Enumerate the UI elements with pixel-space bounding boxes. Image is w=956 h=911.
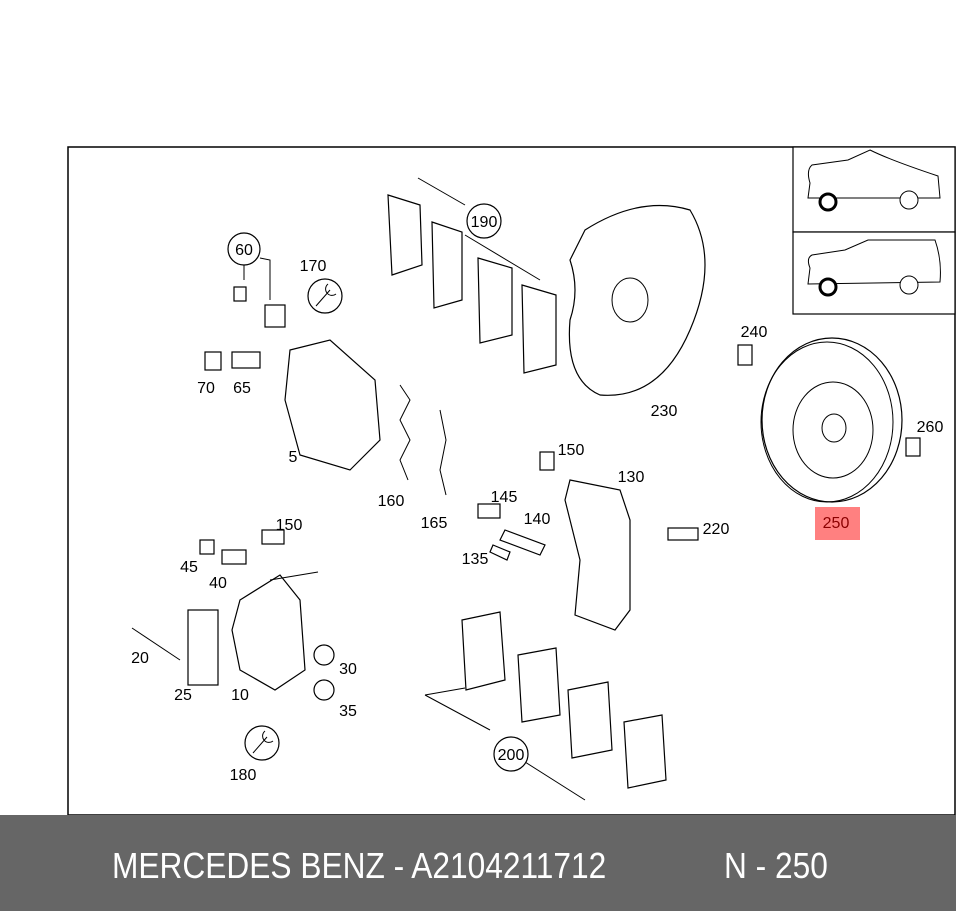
brake-caliper-lower-part bbox=[231, 574, 306, 691]
brand-part-number: MERCEDES BENZ - A2104211712 bbox=[112, 845, 607, 886]
small-parts bbox=[131, 286, 921, 701]
callout-145: 145 bbox=[491, 489, 518, 506]
brake-pads-lower-part bbox=[424, 611, 667, 801]
footer-banner: MERCEDES BENZ - A2104211712 N - 250 bbox=[0, 815, 956, 911]
callout-25: 25 bbox=[174, 687, 192, 704]
brake-caliper-upper-part bbox=[284, 339, 381, 471]
wrench-icon bbox=[244, 725, 280, 761]
brake-disc-part bbox=[760, 337, 903, 503]
callout-190: 190 bbox=[471, 214, 498, 231]
callout-165: 165 bbox=[421, 515, 448, 532]
callout-60: 60 bbox=[235, 242, 253, 259]
callout-220: 220 bbox=[703, 521, 730, 538]
callout-240: 240 bbox=[741, 324, 768, 341]
splash-shield-part bbox=[568, 204, 706, 396]
callout-150-lower: 150 bbox=[276, 517, 303, 534]
callout-150-upper: 150 bbox=[558, 442, 585, 459]
callout-260: 260 bbox=[917, 419, 944, 436]
highlight-box bbox=[815, 507, 860, 540]
callout-20: 20 bbox=[131, 650, 149, 667]
callout-160: 160 bbox=[378, 493, 405, 510]
callout-180: 180 bbox=[230, 767, 257, 784]
callout-35: 35 bbox=[339, 703, 357, 720]
callout-40: 40 bbox=[209, 575, 227, 592]
callout-45: 45 bbox=[180, 559, 198, 576]
wrench-icon bbox=[307, 278, 343, 314]
caliper-carrier-part bbox=[564, 479, 631, 631]
parts-diagram: 60 170 70 65 5 160 165 190 230 240 260 2… bbox=[67, 146, 956, 815]
callout-5: 5 bbox=[289, 449, 298, 466]
position-number: N - 250 bbox=[724, 845, 828, 886]
callout-65: 65 bbox=[233, 380, 251, 397]
callout-140: 140 bbox=[524, 511, 551, 528]
brake-pads-upper-part bbox=[387, 177, 557, 374]
callout-130: 130 bbox=[618, 469, 645, 486]
spring-160-part bbox=[399, 384, 411, 481]
callout-230: 230 bbox=[651, 403, 678, 420]
callout-30: 30 bbox=[339, 661, 357, 678]
callout-250: 250 bbox=[823, 515, 850, 532]
estate-front-wheel-icon bbox=[792, 231, 956, 315]
sedan-front-wheel-icon bbox=[792, 146, 956, 233]
callout-200: 200 bbox=[498, 747, 525, 764]
spring-165-part bbox=[439, 409, 447, 496]
callout-10: 10 bbox=[231, 687, 249, 704]
callout-170: 170 bbox=[300, 258, 327, 275]
callout-135: 135 bbox=[462, 551, 489, 568]
callout-70: 70 bbox=[197, 380, 215, 397]
